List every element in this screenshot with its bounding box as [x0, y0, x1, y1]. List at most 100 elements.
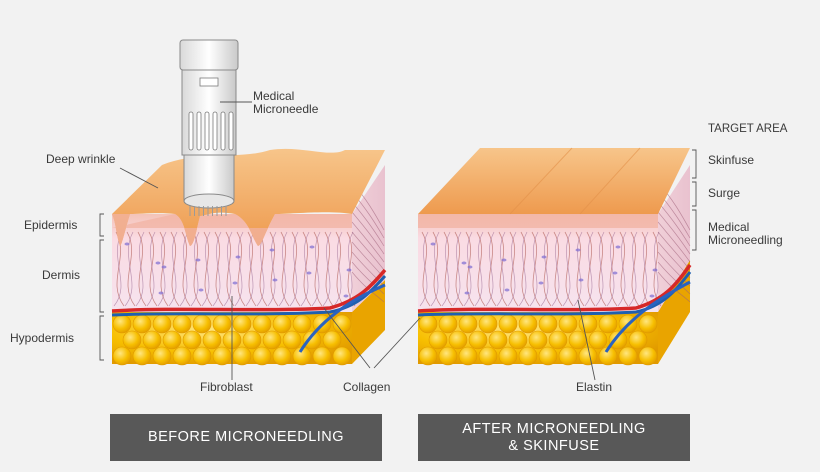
- elastin-fiber: [234, 231, 244, 307]
- fat-globule: [558, 314, 578, 334]
- fat-globule: [332, 314, 352, 334]
- elastin-fiber: [278, 231, 288, 307]
- after-skin-block: [417, 147, 692, 366]
- fat-globule: [588, 330, 608, 350]
- needle-cap: [179, 39, 239, 71]
- fat-globule: [618, 346, 638, 366]
- side-fiber: [351, 251, 385, 287]
- side-fiber: [351, 261, 385, 295]
- label-elastin: Elastin: [576, 380, 613, 394]
- before-artery: [111, 268, 387, 313]
- fat-globule: [192, 314, 212, 334]
- target-area-item-medical: Medical: [708, 220, 750, 234]
- fat-globule: [438, 346, 458, 366]
- elastin-fiber: [584, 231, 594, 307]
- elastin-fiber: [212, 231, 222, 307]
- fat-globule: [252, 314, 272, 334]
- before-banner: BEFORE MICRONEEDLING: [110, 414, 382, 461]
- cell-dot: [541, 255, 547, 259]
- elastin-fiber: [201, 231, 211, 307]
- fat-globule: [578, 346, 598, 366]
- fat-globule: [212, 314, 232, 334]
- cell-dot: [232, 281, 238, 285]
- fat-globule: [112, 346, 132, 366]
- fat-globule: [202, 330, 222, 350]
- cell-dot: [198, 288, 204, 292]
- cell-dot: [538, 281, 544, 285]
- after-surface-crease: [579, 147, 641, 215]
- needle-tip: [183, 193, 235, 209]
- elastin-fiber: [573, 231, 583, 307]
- side-fiber: [351, 221, 385, 263]
- elastin-fiber: [419, 231, 429, 307]
- cell-dot: [272, 278, 278, 282]
- fat-globule: [448, 330, 468, 350]
- cell-dot: [155, 261, 161, 265]
- grip-slot: [212, 111, 218, 151]
- fat-globule: [252, 346, 272, 366]
- elastin-fiber: [168, 231, 178, 307]
- cell-dot: [306, 271, 312, 275]
- fat-globule: [488, 330, 508, 350]
- side-fiber: [351, 231, 385, 271]
- target-area-item-surge: Surge: [708, 186, 741, 200]
- after-surface-crease: [509, 147, 573, 215]
- cell-dot: [269, 248, 275, 252]
- elastin-fiber: [529, 231, 539, 307]
- fat-globule: [478, 346, 498, 366]
- cell-dot: [464, 291, 470, 295]
- elastin-fiber: [289, 231, 299, 307]
- fat-globule: [628, 330, 648, 350]
- side-fiber: [657, 221, 691, 263]
- fat-globule: [638, 346, 658, 366]
- fat-globule: [518, 314, 538, 334]
- label-deep-wrinkle: Deep wrinkle: [46, 152, 116, 166]
- fat-globule: [232, 314, 252, 334]
- target-area-item-microneedling: Microneedling: [708, 233, 783, 247]
- grip-slot: [204, 111, 210, 151]
- fat-globule: [568, 330, 588, 350]
- elastin-fiber: [190, 231, 200, 307]
- fat-globule: [418, 346, 438, 366]
- before-skin-block: [111, 148, 387, 366]
- fat-globule: [438, 314, 458, 334]
- elastin-fiber: [639, 231, 649, 307]
- elastin-fiber: [157, 231, 167, 307]
- fat-globule: [598, 314, 618, 334]
- fat-globule: [172, 346, 192, 366]
- elastin-fiber: [146, 231, 156, 307]
- cell-dot: [124, 242, 130, 246]
- cell-dot: [504, 288, 510, 292]
- elastin-fiber: [452, 231, 462, 307]
- microneedle-pen: [179, 39, 239, 216]
- fat-globule: [518, 346, 538, 366]
- fat-globule: [142, 330, 162, 350]
- fat-globule: [172, 314, 192, 334]
- cell-dot: [501, 258, 507, 262]
- fat-globule: [162, 330, 182, 350]
- fat-globule: [418, 314, 438, 334]
- label-fibroblast: Fibroblast: [200, 380, 253, 394]
- elastin-fiber: [496, 231, 506, 307]
- fat-globule: [152, 314, 172, 334]
- before-epidermis-band: [112, 214, 352, 246]
- elastin-fiber: [322, 231, 332, 307]
- grip-slot: [228, 111, 234, 151]
- cell-dot: [430, 242, 436, 246]
- before-fat-globules: [112, 314, 352, 366]
- elastin-fiber: [518, 231, 528, 307]
- cell-dot: [467, 265, 473, 269]
- fat-globule: [322, 330, 342, 350]
- label-dermis: Dermis: [42, 268, 80, 282]
- cell-dot: [346, 268, 352, 272]
- fat-globule: [262, 330, 282, 350]
- elastin-fiber: [441, 231, 451, 307]
- after-banner-text-2: & SKINFUSE: [508, 437, 600, 454]
- label-hypodermis: Hypodermis: [10, 331, 75, 345]
- grip-slot: [220, 111, 226, 151]
- elastin-fiber: [485, 231, 495, 307]
- annotation-lines: [99, 101, 697, 381]
- elastin-fiber: [179, 231, 189, 307]
- cell-dot: [461, 261, 467, 265]
